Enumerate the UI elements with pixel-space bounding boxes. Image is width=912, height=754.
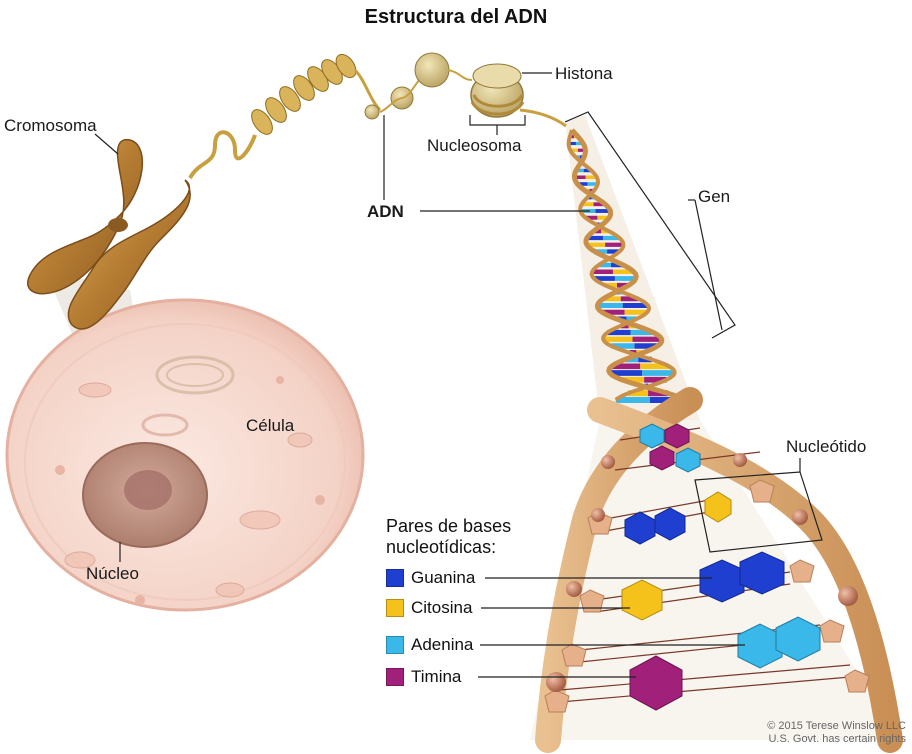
swatch-timina	[386, 668, 404, 686]
swatch-guanina	[386, 569, 404, 587]
legend-label-adenina: Adenina	[411, 635, 474, 654]
swatch-citosina	[386, 599, 404, 617]
diagram-title: Estructura del ADN	[364, 6, 548, 28]
helix-backbone-strand	[566, 129, 677, 402]
legend-item-adenina: Adenina	[386, 634, 473, 656]
label-nucleotido: Nucleótido	[786, 437, 867, 456]
label-adn: ADN	[367, 202, 404, 221]
nucleotide-detail	[535, 387, 903, 753]
legend-label-citosina: Citosina	[411, 598, 473, 617]
label-histona: Histona	[555, 64, 613, 83]
label-celula: Célula	[246, 416, 295, 435]
chromosome	[27, 138, 191, 330]
credit-line1: © 2015 Terese Winslow LLC	[767, 720, 906, 732]
dna-double-helix	[566, 128, 686, 403]
legend-title: Pares de bases nucleotídicas:	[386, 516, 511, 558]
cell	[5, 298, 365, 612]
label-cromosoma: Cromosoma	[4, 116, 97, 135]
swatch-adenina	[386, 636, 404, 654]
legend-title-line1: Pares de bases	[386, 516, 512, 536]
label-nucleosoma: Nucleosoma	[427, 136, 522, 155]
legend-item-citosina: Citosina	[386, 597, 472, 619]
legend-label-guanina: Guanina	[411, 568, 476, 587]
legend-title-line2: nucleotídicas:	[386, 537, 497, 557]
legend-item-timina: Timina	[386, 666, 461, 688]
legend-item-guanina: Guanina	[386, 567, 475, 589]
leader-lines	[94, 72, 823, 678]
chromatin-fiber	[188, 52, 473, 180]
legend-label-timina: Timina	[411, 667, 462, 686]
copyright-credit: © 2015 Terese Winslow LLC U.S. Govt. has…	[767, 720, 906, 746]
label-nucleo: Núcleo	[86, 564, 139, 583]
label-gen: Gen	[698, 187, 731, 206]
credit-line2: U.S. Govt. has certain rights	[768, 733, 906, 745]
nucleosome	[470, 63, 567, 128]
